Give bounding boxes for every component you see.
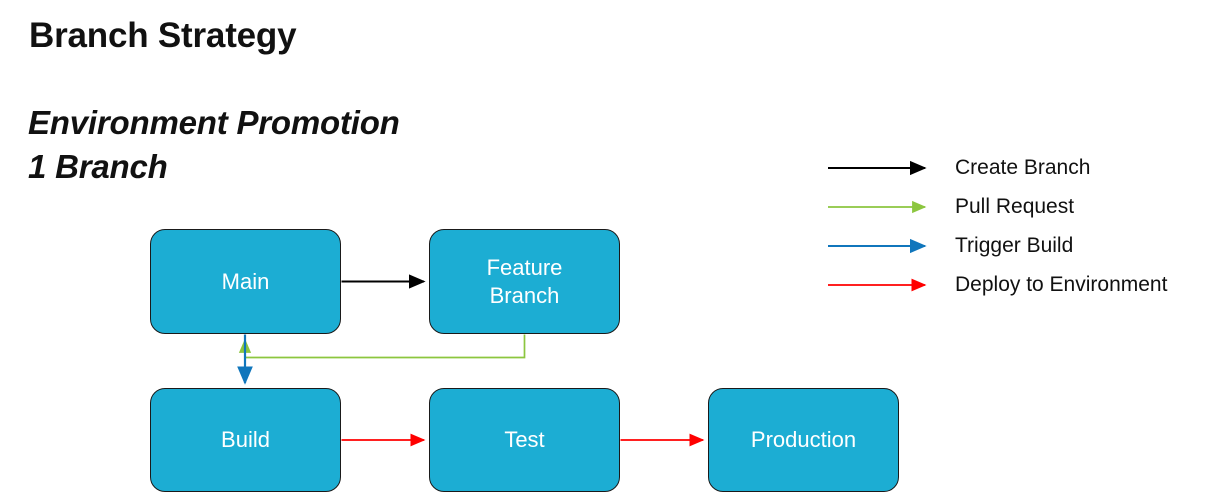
page-title: Branch Strategy	[29, 16, 297, 55]
pull-request-arrow-icon	[828, 199, 936, 215]
connector-feature-to-main	[238, 334, 526, 359]
legend-label-trigger-build: Trigger Build	[955, 233, 1074, 257]
create-branch-arrow-icon	[828, 160, 936, 176]
legend-item-create-branch: Create Branch	[828, 148, 1213, 187]
node-build-label: Build	[221, 427, 270, 453]
legend-label-create-branch: Create Branch	[955, 155, 1091, 179]
node-feature-branch-label: Feature Branch	[487, 254, 563, 309]
node-test-label: Test	[504, 427, 545, 453]
node-build[interactable]: Build	[150, 388, 341, 492]
node-feature-branch-label-line-2: Branch	[489, 282, 560, 308]
legend-item-pull-request: Pull Request	[828, 187, 1213, 226]
node-main-label: Main	[221, 268, 270, 294]
legend-label-pull-request: Pull Request	[955, 194, 1075, 218]
legend-label-deploy-to-environment: Deploy to Environment	[955, 272, 1168, 296]
subtitle-line-2: 1 Branch	[28, 147, 168, 185]
trigger-build-arrow-icon	[828, 238, 936, 254]
node-feature-branch[interactable]: Feature Branch	[429, 229, 620, 334]
legend-item-deploy-to-environment: Deploy to Environment	[828, 265, 1213, 304]
subtitle-line-1: Environment Promotion	[28, 104, 400, 141]
node-production-label: Production	[750, 427, 857, 453]
node-test[interactable]: Test	[429, 388, 620, 492]
node-feature-branch-label-line-1: Feature	[486, 255, 563, 281]
legend: Create Branch Pull Request	[828, 148, 1213, 304]
deploy-to-environment-arrow-icon	[828, 277, 936, 293]
legend-item-trigger-build: Trigger Build	[828, 226, 1213, 265]
node-main[interactable]: Main	[150, 229, 341, 334]
node-production[interactable]: Production	[708, 388, 899, 492]
page-subtitle: Environment Promotion 1 Branch	[28, 101, 400, 188]
